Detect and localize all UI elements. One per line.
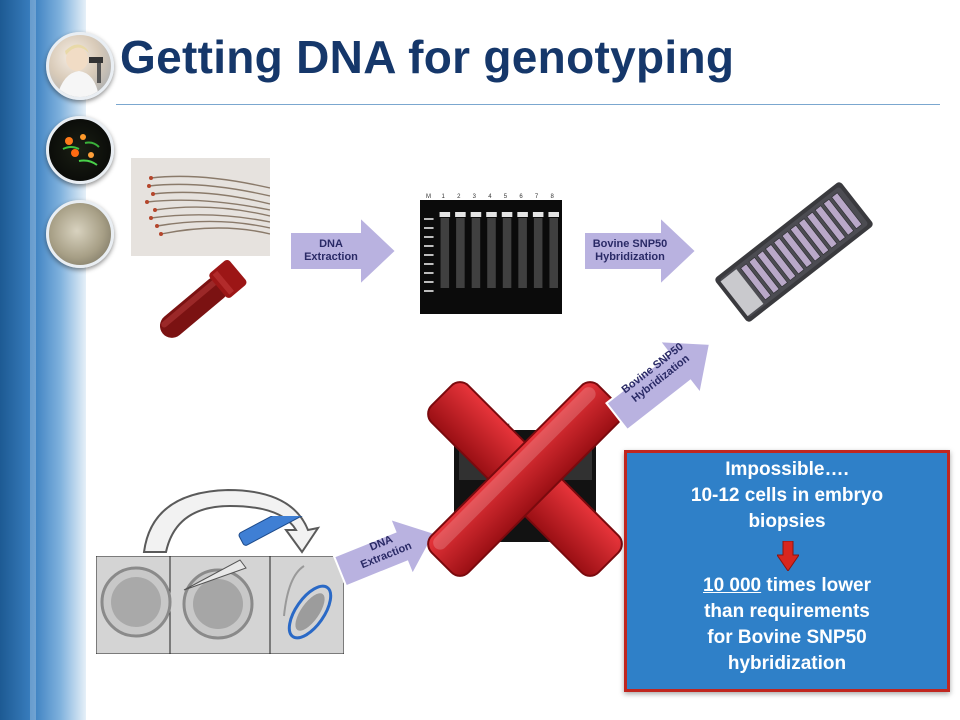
- scientist-microscope-photo: [46, 32, 114, 100]
- snp50-hybridization-arrow-diagonal: [605, 340, 712, 432]
- gel-smear: [487, 218, 496, 288]
- side-decoration-bar: [0, 0, 86, 720]
- chip-sample-strip: [765, 244, 797, 281]
- gel-lane-label: 5: [504, 194, 508, 200]
- microblade-icon: [183, 516, 313, 591]
- gel-dna-band: [455, 212, 466, 217]
- callout-line-3: biopsies: [748, 511, 826, 532]
- gel-smear: [471, 218, 481, 288]
- gel-dna-band: [501, 212, 513, 217]
- gel-smear: [549, 218, 558, 288]
- callout-line-5: than requirements: [704, 601, 870, 622]
- snp50-hybridization-label: Bovine SNP50 Hybridization: [584, 233, 676, 269]
- callout-line-6: for Bovine SNP50: [707, 627, 867, 648]
- blood-tube-photo: [159, 259, 247, 338]
- gel-ladder-band: [424, 272, 434, 274]
- gel-lane-label: 7: [535, 194, 539, 200]
- chip-sample-strip: [748, 257, 780, 294]
- dna-extraction-label-line1: DNA: [319, 237, 343, 250]
- gel-ladder-band: [424, 245, 434, 247]
- gel-smear: [518, 218, 527, 288]
- gel-smear: [533, 218, 543, 288]
- callout-line-2: 10-12 cells in embryo: [690, 485, 884, 506]
- callout-number: 10 000: [703, 575, 762, 596]
- big-red-x-icon: [427, 381, 623, 577]
- gel-dna-band: [517, 212, 528, 217]
- gel-dna-band: [548, 212, 559, 217]
- gel-lane-label: 6: [519, 194, 523, 200]
- chip-sample-strip: [806, 211, 838, 249]
- chip-sample-strip: [823, 198, 855, 236]
- snp50-hybridization-label-line2: Hybridization: [595, 251, 665, 263]
- gel-ladder-band: [424, 263, 434, 265]
- gel-dna-band: [470, 212, 482, 217]
- gel-lane-label: 1: [442, 194, 446, 200]
- dna-extraction-arrow-diagonal: [332, 517, 437, 588]
- chip-sample-strip: [814, 205, 846, 243]
- slide-title: Getting DNA for genotyping: [120, 31, 735, 83]
- gel-lane-label: 3: [473, 194, 477, 200]
- gel-smear: [502, 218, 512, 288]
- dna-extraction-arrow: [289, 214, 398, 288]
- gel-smear: [440, 218, 450, 288]
- gel-dna-band: [439, 212, 451, 217]
- fluorescent-cells-photo: [46, 116, 114, 184]
- gel-lane-label: 2: [457, 194, 461, 200]
- chip-sample-strip: [831, 192, 863, 230]
- chip-sample-strip: [798, 218, 830, 255]
- chip-sample-strip: [789, 224, 821, 262]
- dna-extraction-label-line2: Extraction: [304, 251, 358, 263]
- callout-line-4: 10 000 times lower: [627, 575, 947, 597]
- gel-ladder-band: [424, 236, 434, 238]
- snp50-hybridization-arrow: [583, 214, 698, 288]
- gel-dna-band: [486, 212, 497, 217]
- callout-line-7: hybridization: [727, 653, 847, 674]
- snp-beadchip-image: [715, 182, 873, 322]
- curved-arrow: [142, 488, 321, 554]
- gel-ladder-band: [424, 290, 434, 292]
- title-underline: [116, 104, 940, 105]
- gel-lane-label: M: [426, 194, 431, 200]
- snp50-hybridization-label-line1: Bovine SNP50: [592, 237, 668, 250]
- down-arrow-icon: [777, 541, 799, 571]
- gel-ladder-band: [424, 254, 434, 256]
- gel-lane-label: 4: [488, 194, 492, 200]
- gel-smear: [456, 218, 465, 288]
- hair-samples-photo: [131, 158, 270, 256]
- gel-dna-band: [532, 212, 544, 217]
- callout-line-1: Impossible….: [725, 459, 849, 480]
- impossible-callout-box: Impossible…. 10-12 cells in embryo biops…: [624, 450, 950, 692]
- chip-sample-strip: [740, 263, 772, 301]
- gel-ladder-band: [424, 218, 434, 220]
- chip-sample-strip: [756, 250, 788, 288]
- petri-dish-photo: [46, 200, 114, 268]
- callout-line-4-rest: times lower: [761, 575, 871, 596]
- agarose-gel-image: M 1 2 3 4 5 6 7 8: [418, 188, 564, 314]
- dna-extraction-label: DNA Extraction: [292, 233, 370, 269]
- chip-sample-strip: [773, 237, 805, 275]
- gel-ladder-band: [424, 281, 434, 283]
- gel-lane-label: 8: [550, 194, 554, 200]
- chip-sample-strip: [781, 231, 813, 268]
- gel-ladder-band: [424, 227, 434, 229]
